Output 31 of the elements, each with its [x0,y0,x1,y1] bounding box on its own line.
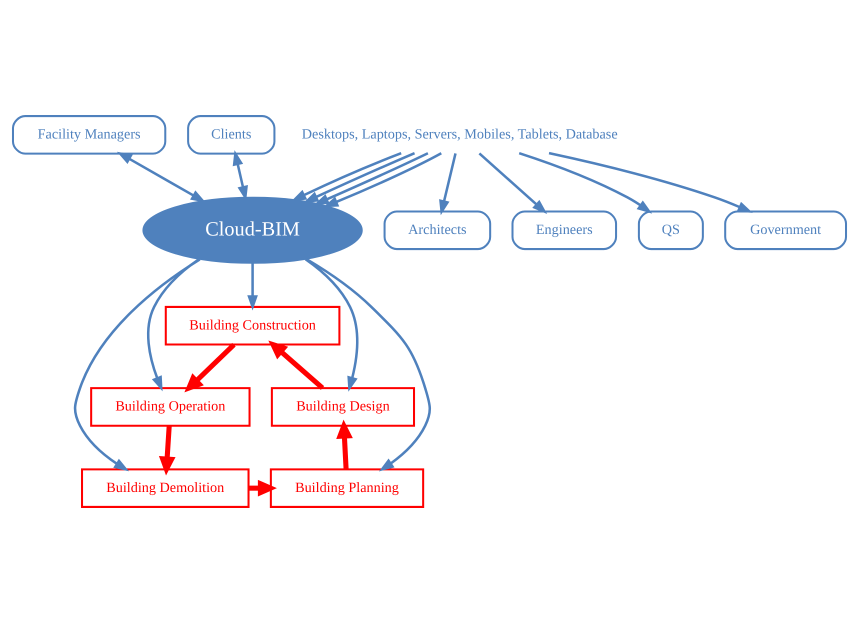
arrow [116,152,206,203]
arrow [303,152,416,203]
arrow [314,152,428,206]
node-box: Building Operation [90,387,251,427]
node-box: Building Design [270,387,416,427]
node-box: QS [638,210,704,250]
arrow [158,426,176,476]
arrow [518,152,652,214]
node-box: Government [724,210,848,250]
arrow [548,152,753,213]
node-box: Building Construction [164,306,340,346]
node-box: Building Planning [270,468,424,508]
node-box: Architects [384,210,492,250]
node-box: Facility Managers [12,115,166,155]
arrow [291,152,402,202]
node-box: Clients [187,115,276,155]
arrow [184,342,236,392]
arrow [439,153,457,216]
node-box: Building Demolition [81,468,250,508]
arrow [478,152,548,214]
arrow [74,258,200,472]
arrow [306,258,432,472]
arrow [304,258,358,392]
node-text: Desktops, Laptops, Servers, Mobiles, Tablets, Database [302,126,618,143]
arrow [248,480,277,496]
arrow [247,263,258,310]
arrow [146,258,200,392]
node-box: Engineers [511,210,618,250]
arrow [323,152,442,208]
arrow [268,340,324,390]
arrow [336,420,353,470]
